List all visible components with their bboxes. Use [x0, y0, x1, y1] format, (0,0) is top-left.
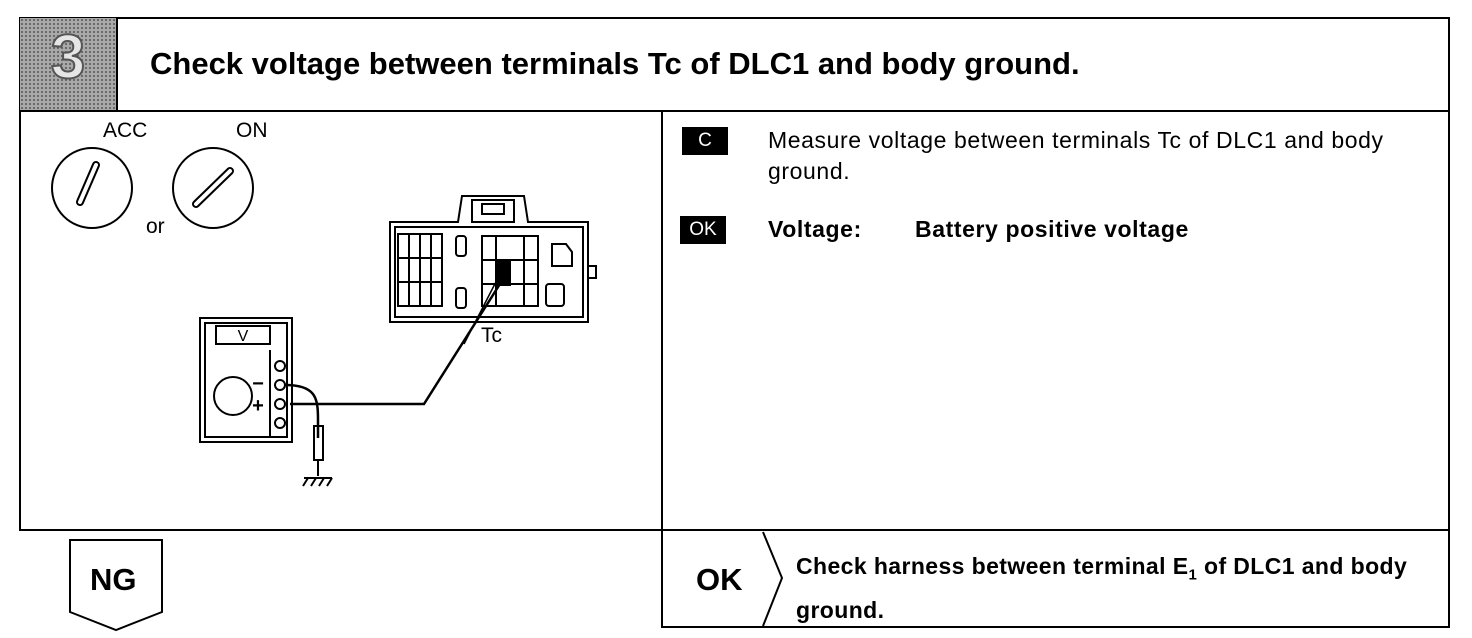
dlc1-connector-icon [389, 195, 597, 323]
frame-left [19, 17, 21, 531]
column-divider [661, 110, 663, 628]
terminal-tc-label: Tc [481, 324, 502, 347]
ignition-switch-on-icon [172, 147, 254, 229]
voltmeter-v-label: V [238, 328, 249, 345]
probe-wire-negative [284, 383, 320, 438]
step-number-box: 3 [20, 18, 116, 110]
step-title: Check voltage between terminals Tc of DL… [150, 46, 1080, 81]
measure-instruction: Measure voltage between terminals Tc of … [768, 127, 1384, 184]
ok-badge: OK [680, 216, 726, 244]
probe-tip-icon [313, 425, 324, 476]
switch-on-label: ON [236, 119, 268, 142]
voltage-value: Battery positive voltage [915, 216, 1189, 242]
ok-arrow-chevron [762, 531, 784, 627]
content-bottom [19, 529, 1450, 531]
ok-action-subscript: 1 [1188, 566, 1198, 584]
result-bottom [661, 626, 1450, 628]
voltage-label: Voltage: [768, 216, 862, 242]
ground-icon [302, 477, 333, 487]
check-badge: C [682, 127, 728, 155]
ok-action-text-2: of DLC1 and body ground. [796, 553, 1408, 623]
switch-acc-label: ACC [103, 119, 148, 142]
minus-terminal-label: − [252, 373, 264, 395]
ng-label: NG [90, 562, 137, 597]
ok-result-label: OK [696, 562, 743, 597]
ok-action-text: Check harness between terminal E [796, 553, 1189, 579]
ok-result-action: Check harness between terminal E1 of DLC… [796, 549, 1442, 627]
tc-terminal-marker [497, 260, 511, 286]
or-label: or [146, 215, 165, 238]
frame-top [19, 17, 1450, 19]
ng-arrow-shape [69, 539, 163, 632]
probe-wire-positive [290, 275, 507, 406]
frame-right [1448, 17, 1450, 628]
step-number: 3 [50, 22, 86, 93]
plus-terminal-label: + [252, 395, 264, 417]
header-divider [19, 110, 1450, 112]
step-box-divider [116, 17, 118, 112]
ignition-switch-acc-icon [51, 147, 133, 229]
wiring-diagram: V − + [51, 147, 597, 487]
